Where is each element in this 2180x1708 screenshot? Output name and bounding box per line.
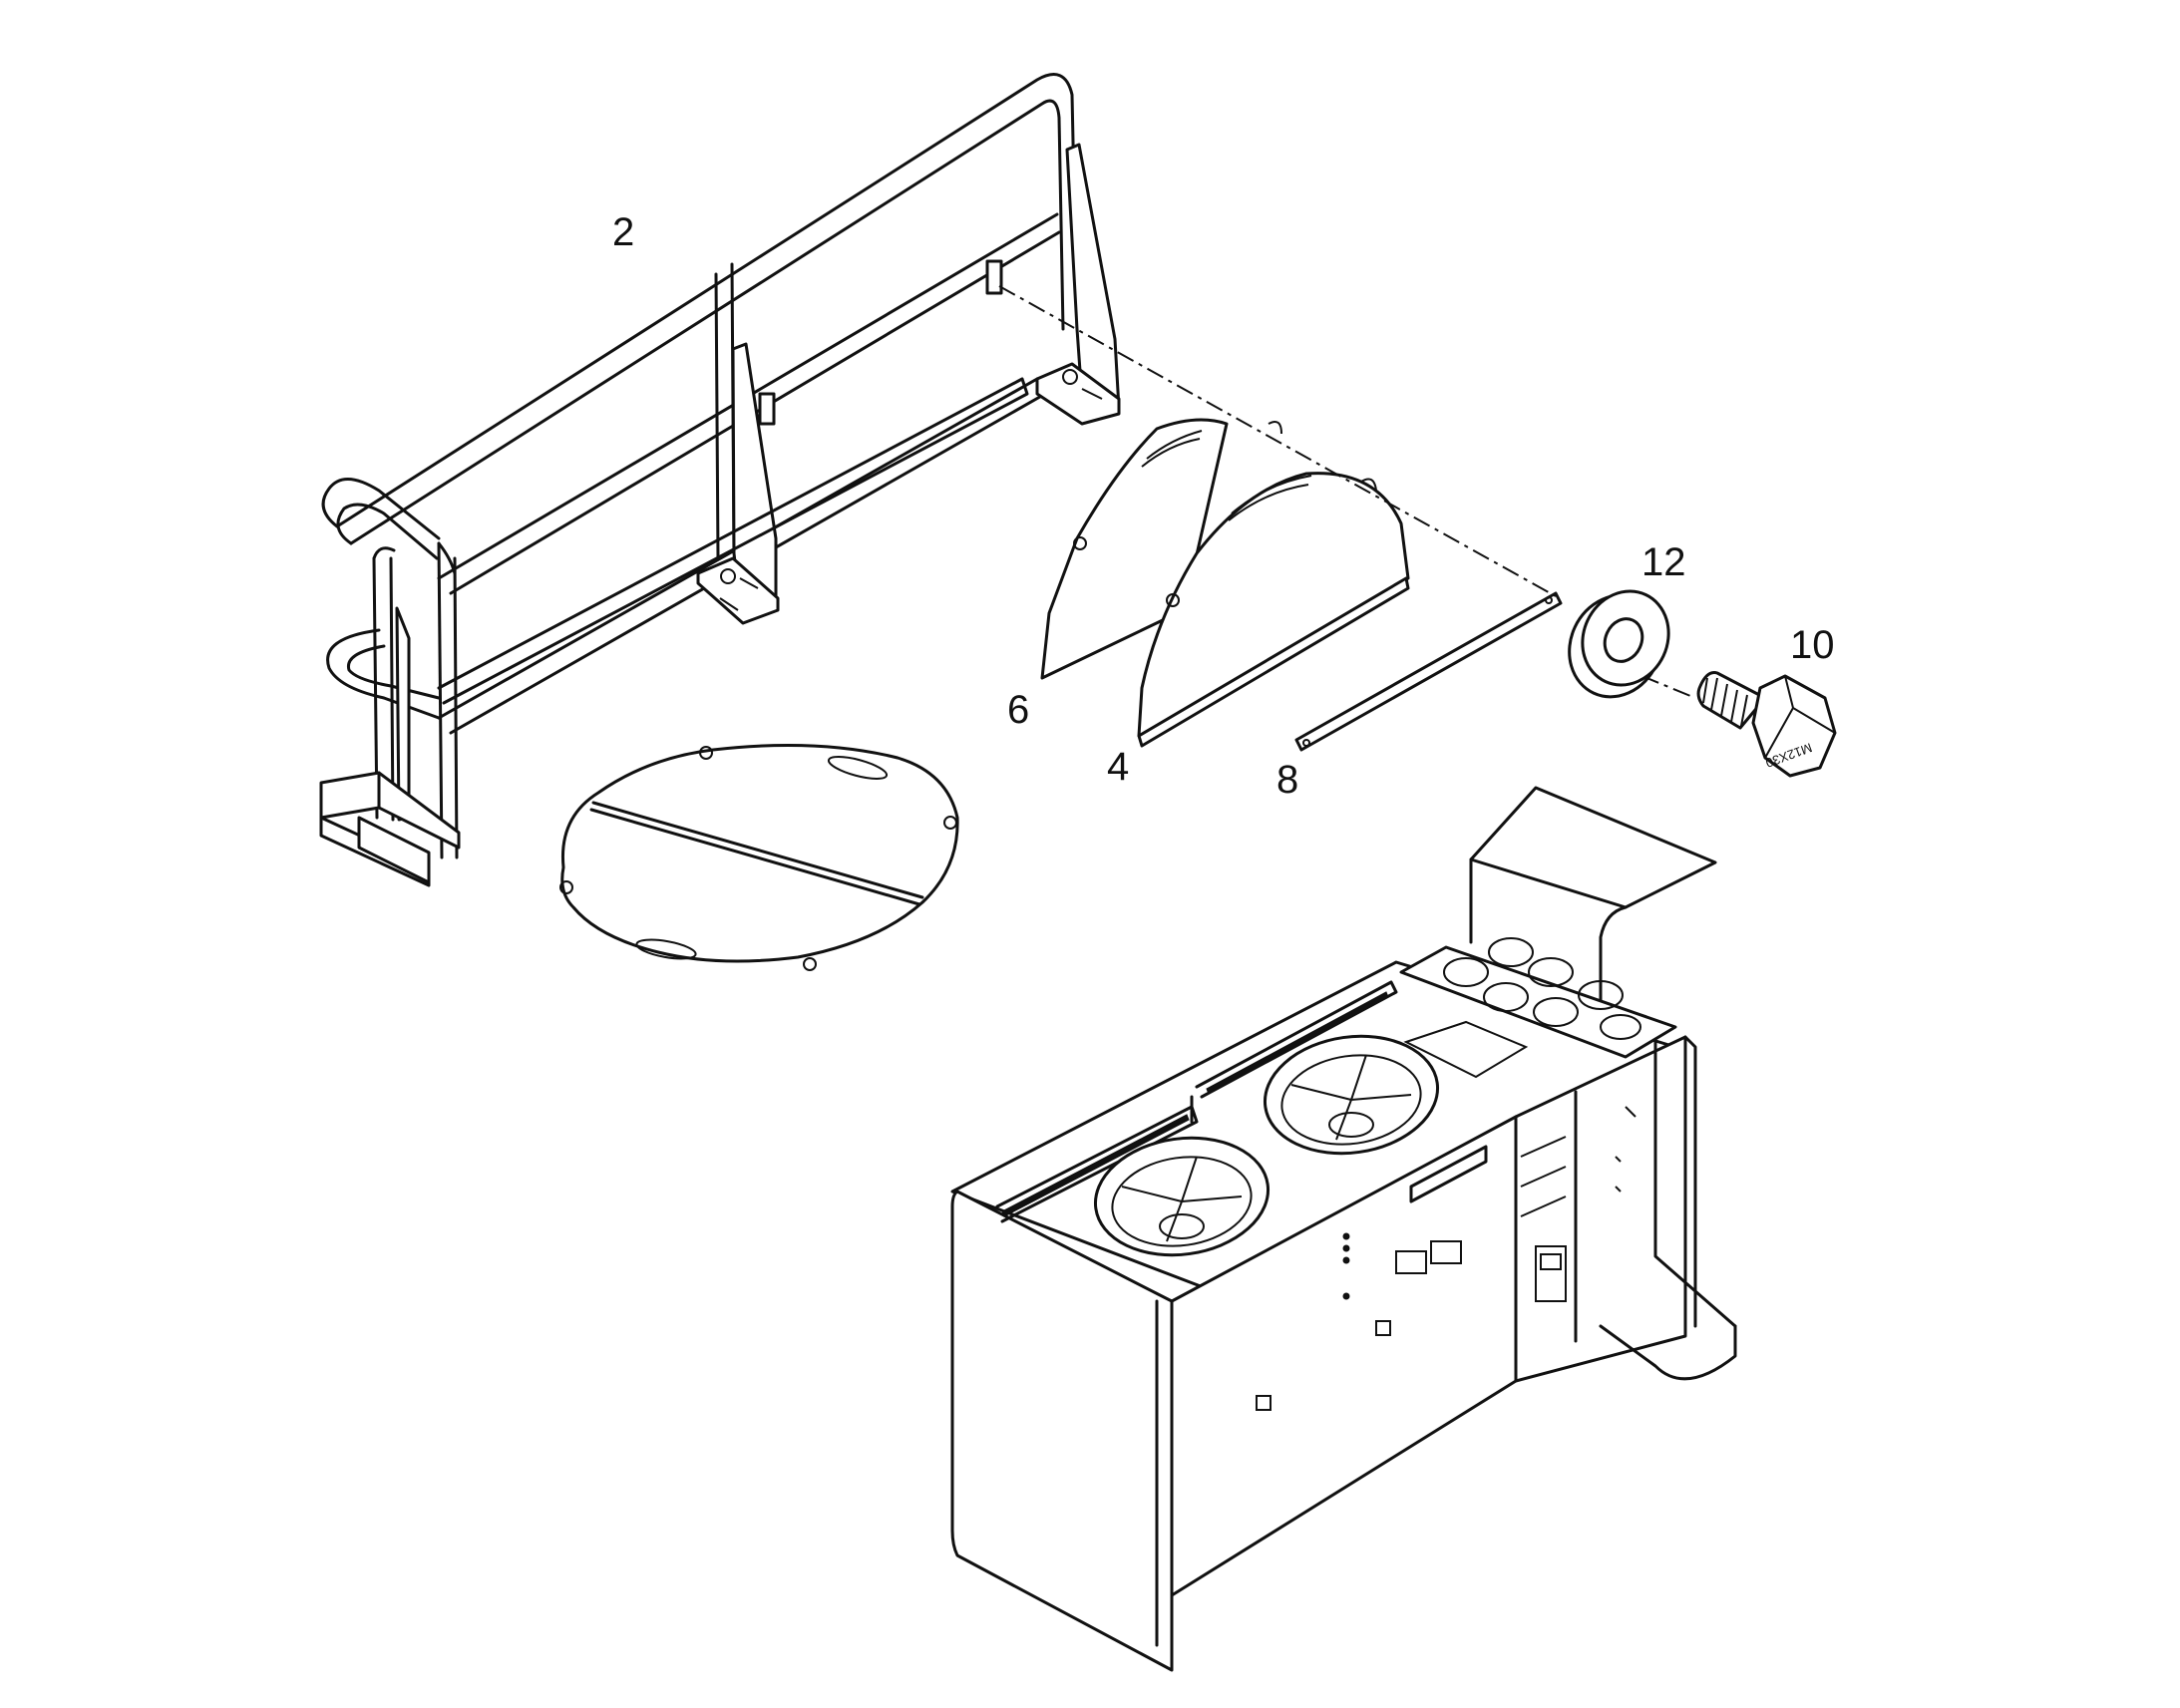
cover-panel-a [1040, 418, 1282, 680]
callout-railing: 2 [612, 210, 634, 254]
alignment-line [998, 285, 1557, 597]
housing-unit [950, 786, 1737, 1672]
callout-washer: 12 [1641, 540, 1686, 584]
callout-bolt: 10 [1790, 623, 1835, 667]
callout-strip: 8 [1276, 758, 1298, 802]
callout-cover-panel-b: 4 [1107, 745, 1129, 789]
railing-part [319, 73, 1121, 887]
strip-part [1294, 591, 1563, 752]
washer-part [1568, 589, 1670, 699]
callout-cover-panel-a: 6 [1007, 688, 1029, 732]
cover-panel-b [1137, 472, 1410, 748]
gasket-plate [559, 744, 959, 971]
bolt-part: M12X30 [1696, 671, 1837, 778]
